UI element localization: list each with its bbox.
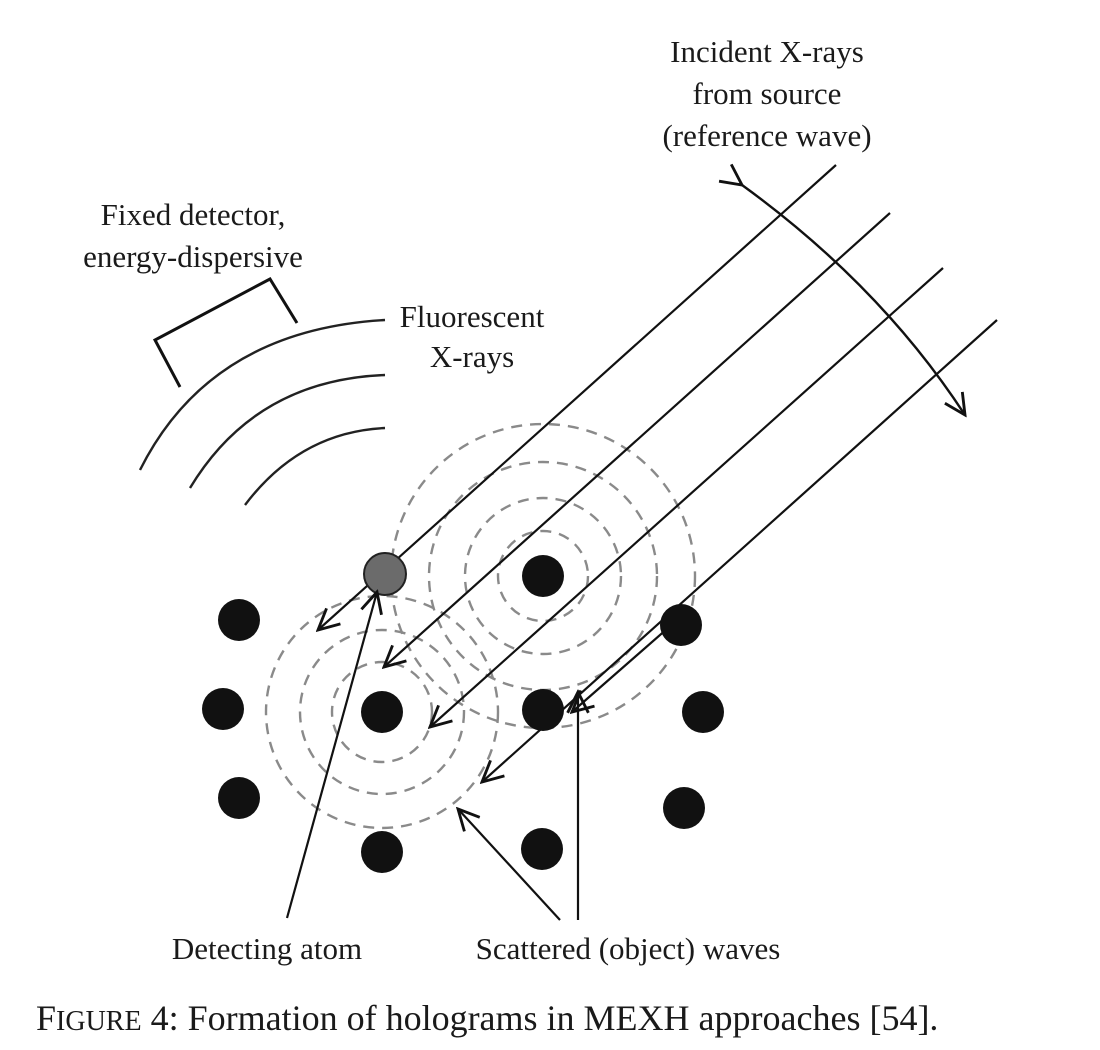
atom xyxy=(663,787,705,829)
incident-xray-lines xyxy=(318,164,998,782)
caption-figure-initial: F xyxy=(36,998,56,1038)
fluorescent-arcs xyxy=(138,318,386,506)
diagram-labels: Incident X-rays from source (reference w… xyxy=(83,34,871,966)
fluorescent-arc-outer xyxy=(138,318,386,471)
wavefront-b-2 xyxy=(298,628,466,796)
fluorescent-arc-inner xyxy=(244,426,386,506)
incident-ray-2 xyxy=(384,212,891,667)
detector-bracket xyxy=(152,277,299,388)
atom xyxy=(218,777,260,819)
atom xyxy=(361,691,403,733)
reference-wave-arrow xyxy=(742,185,965,415)
scattered-waves-label: Scattered (object) waves xyxy=(476,931,781,966)
wavefront-b-3 xyxy=(264,594,500,830)
fluorescent-label-line2: X-rays xyxy=(430,339,514,374)
wavefront-a-2 xyxy=(463,496,623,656)
caption-figure-smallcaps: IGURE xyxy=(56,1006,142,1037)
caption-text: 4: Formation of holograms in MEXH approa… xyxy=(142,998,939,1038)
figure-caption: FIGURE 4: Formation of holograms in MEXH… xyxy=(36,998,938,1038)
atom xyxy=(202,688,244,730)
detector-label-line1: Fixed detector, xyxy=(101,197,286,232)
detecting-atom-pointer xyxy=(285,592,377,919)
atom xyxy=(682,691,724,733)
detecting-atom xyxy=(363,552,407,596)
atom xyxy=(218,599,260,641)
incident-label-line3: (reference wave) xyxy=(662,118,871,153)
detecting-atom-label: Detecting atom xyxy=(172,931,362,966)
incident-label-line2: from source xyxy=(693,76,842,111)
fluorescent-arc-middle xyxy=(188,373,386,489)
wavefront-a-1 xyxy=(496,529,590,623)
detector-label-line2: energy-dispersive xyxy=(83,239,303,274)
atom xyxy=(361,831,403,873)
label-pointers xyxy=(285,592,578,921)
scattered-pointer-left xyxy=(458,809,561,921)
atom-lattice xyxy=(202,552,724,873)
fluorescent-label-line1: Fluorescent xyxy=(400,299,545,334)
incident-ray-3 xyxy=(430,267,944,727)
atom xyxy=(522,689,564,731)
atom xyxy=(522,555,564,597)
atom xyxy=(521,828,563,870)
incident-label-line1: Incident X-rays xyxy=(670,34,864,69)
atom xyxy=(660,604,702,646)
